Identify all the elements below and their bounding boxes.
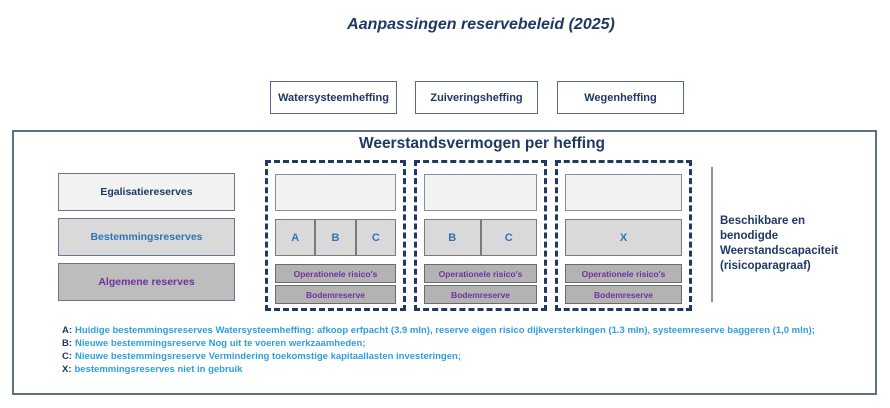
capacity-bracket-line [711,167,713,302]
bestemmings-cell-row: X [565,219,682,256]
bestemmings-cell-a: A [275,219,316,256]
egalisatie-slot-box [424,174,537,211]
footnote-label: X: [62,364,72,375]
bestemmings-cell-b: B [424,219,481,256]
egalisatie-slot-box [565,174,682,211]
column-zuiveringsheffing: B C Operationele risico's Bodemreserve [414,160,547,311]
footnote-text: Huidige bestemmingsreserves Watersysteem… [75,325,815,336]
footnote-text: bestemmingsreserves niet in gebruik [74,364,243,375]
operationele-risicos-box: Operationele risico's [565,264,682,283]
bodemreserve-box: Bodemreserve [565,285,682,304]
bestemmings-cell-row: B C [424,219,537,256]
bestemmings-cell-b: B [315,219,356,256]
footnote-line-a: A:Huidige bestemmingsreserves Watersyste… [62,324,862,337]
egalisatie-slot-box [275,174,396,211]
capacity-note: Beschikbare en benodigde Weerstandscapac… [720,215,839,272]
bodemreserve-box: Bodemreserve [275,285,396,304]
reserve-row-algemene-reserves: Algemene reserves [58,263,235,301]
tax-box-zuiveringsheffing: Zuiveringsheffing [415,81,538,114]
bestemmings-cell-row: A B C [275,219,396,256]
column-wegenheffing: X Operationele risico's Bodemreserve [555,160,692,311]
footnote-line-b: B:Nieuwe bestemmingsreserve Nog uit te v… [62,337,862,350]
footnote-text: Nieuwe bestemmingsreserve Nog uit te voe… [75,338,366,349]
reserve-row-egalisatiereserves: Egalisatiereserves [58,173,235,211]
column-watersysteemheffing: A B C Operationele risico's Bodemreserve [265,160,406,311]
bestemmings-cell-c: C [480,219,537,256]
footnote-label: A: [62,325,73,336]
footnote-label: B: [62,338,73,349]
page-title: Aanpassingen reservebeleid (2025) [347,16,615,33]
footnote-label: C: [62,351,73,362]
tax-box-watersysteemheffing: Watersysteemheffing [270,81,397,114]
footnotes: A:Huidige bestemmingsreserves Watersyste… [62,324,862,376]
weerstandsvermogen-panel: Weerstandsvermogen per heffing Egalisati… [12,130,877,395]
bestemmings-cell-x: X [565,219,682,256]
footnote-line-x: X:bestemmingsreserves niet in gebruik [62,363,862,376]
footnote-line-c: C:Nieuwe bestemmingsreserve Vermindering… [62,350,862,363]
operationele-risicos-box: Operationele risico's [275,264,396,283]
operationele-risicos-box: Operationele risico's [424,264,537,283]
bodemreserve-box: Bodemreserve [424,285,537,304]
reserve-row-bestemmingsreserves: Bestemmingsreserves [58,218,235,256]
tax-box-wegenheffing: Wegenheffing [557,81,684,114]
panel-title: Weerstandsvermogen per heffing [358,135,606,152]
bestemmings-cell-c: C [355,219,396,256]
footnote-text: Nieuwe bestemmingsreserve Vermindering t… [75,351,461,362]
